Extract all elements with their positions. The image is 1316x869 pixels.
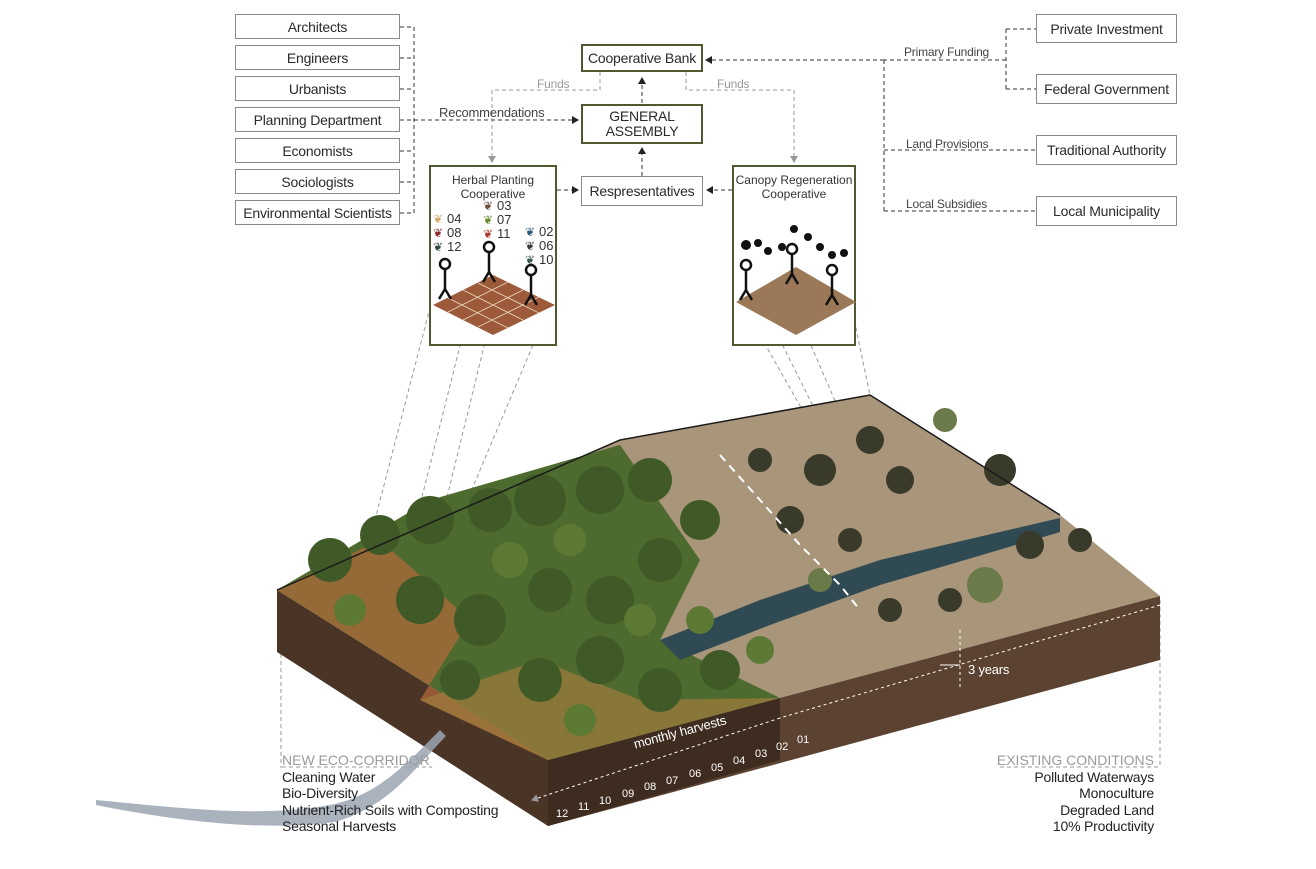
cooperative-bank: Cooperative Bank [581,44,703,72]
herb-number: 10 [539,252,554,267]
funds-label-right: Funds [717,77,750,91]
herb-number: 11 [497,226,511,241]
land-provisions-label: Land Provisions [906,137,989,151]
local-subsidies-label: Local Subsidies [906,197,988,211]
new-eco-corridor-legend: NEW ECO-CORRIDOR Cleaning Water Bio-Dive… [282,752,499,835]
professional-planning-department: Planning Department [235,107,400,132]
legend-item: Nutrient-Rich Soils with Composting [282,801,499,818]
legend-item: 10% Productivity [1052,818,1154,834]
professional-urbanists: Urbanists [235,76,400,101]
canopy-title-line2: Cooperative [761,187,827,201]
herb-number: 07 [497,212,512,227]
herb-number: 12 [447,239,462,254]
leaf-icon: ❦ [525,225,536,239]
professional-economists: Economists [235,138,400,163]
funds-label-left: Funds [537,77,570,91]
month-tick: 04 [733,755,746,767]
canopy-regeneration-cooperative: Canopy Regeneration Cooperative [732,165,856,346]
herbal-illustration [433,240,555,335]
leaf-icon: ❦ [483,199,494,213]
general-assembly-line2: ASSEMBLY [605,123,679,139]
legend-item: Seasonal Harvests [282,818,397,834]
month-tick: 09 [622,788,635,800]
month-tick: 10 [599,795,612,807]
funder-private-investment: Private Investment [1036,14,1177,43]
herbal-title-line1: Herbal Planting [451,173,535,187]
month-tick: 03 [755,748,768,760]
herb-number: 03 [497,198,512,213]
canopy-title: Canopy Regeneration Cooperative [734,173,854,201]
leaf-icon: ❦ [433,226,444,240]
three-years-label: 3 years [968,662,1010,677]
herb-number: 04 [447,211,462,226]
primary-funding-label: Primary Funding [904,45,990,59]
leaf-icon: ❦ [483,227,494,241]
month-tick: 01 [797,734,810,746]
herb-number: 06 [539,238,554,253]
month-tick: 08 [644,781,657,793]
month-tick: 02 [776,741,789,753]
legend-item: Cleaning Water [282,768,376,785]
legend-item: Polluted Waterways [1034,768,1154,785]
general-assembly: GENERAL ASSEMBLY [581,104,703,144]
professional-sociologists: Sociologists [235,169,400,194]
funder-federal-government: Federal Government [1036,74,1177,104]
leaf-icon: ❦ [525,239,536,253]
month-tick: 11 [578,801,590,813]
general-assembly-line1: GENERAL [609,108,675,124]
leaf-icon: ❦ [433,212,444,226]
representatives: Respresentatives [581,176,703,206]
canopy-title-line1: Canopy Regeneration [735,173,853,187]
herb-number: 02 [539,224,554,239]
recommendations-label: Recommendations [439,105,545,120]
month-tick: 07 [666,775,679,787]
existing-conditions-heading: EXISTING CONDITIONS [996,752,1154,768]
canopy-illustration [736,225,856,335]
herbal-title-line2: Cooperative [460,187,526,201]
leaf-icon: ❦ [483,213,494,227]
existing-conditions-legend: EXISTING CONDITIONS Polluted Waterways M… [997,752,1154,835]
herbal-title: Herbal Planting Cooperative [431,173,555,201]
legend-item: Degraded Land [1060,801,1154,818]
professional-environmental-scientists: Environmental Scientists [235,200,400,225]
new-eco-corridor-heading: NEW ECO-CORRIDOR [282,752,430,768]
herb-number: 08 [447,225,462,240]
legend-item: Monoculture [1079,785,1154,801]
funder-traditional-authority: Traditional Authority [1036,135,1177,165]
professional-architects: Architects [235,14,400,39]
month-tick: 06 [689,768,702,780]
funder-local-municipality: Local Municipality [1036,196,1177,226]
leaf-icon: ❦ [525,253,536,267]
legend-item: Bio-Diversity [282,785,358,801]
herbal-planting-cooperative: Herbal Planting Cooperative ❦ 04 ❦ 08 ❦ … [429,165,557,346]
month-tick: 12 [556,808,569,820]
professional-engineers: Engineers [235,45,400,70]
leaf-icon: ❦ [433,240,444,254]
landscape-block [276,394,1161,826]
month-tick: 05 [711,762,724,774]
